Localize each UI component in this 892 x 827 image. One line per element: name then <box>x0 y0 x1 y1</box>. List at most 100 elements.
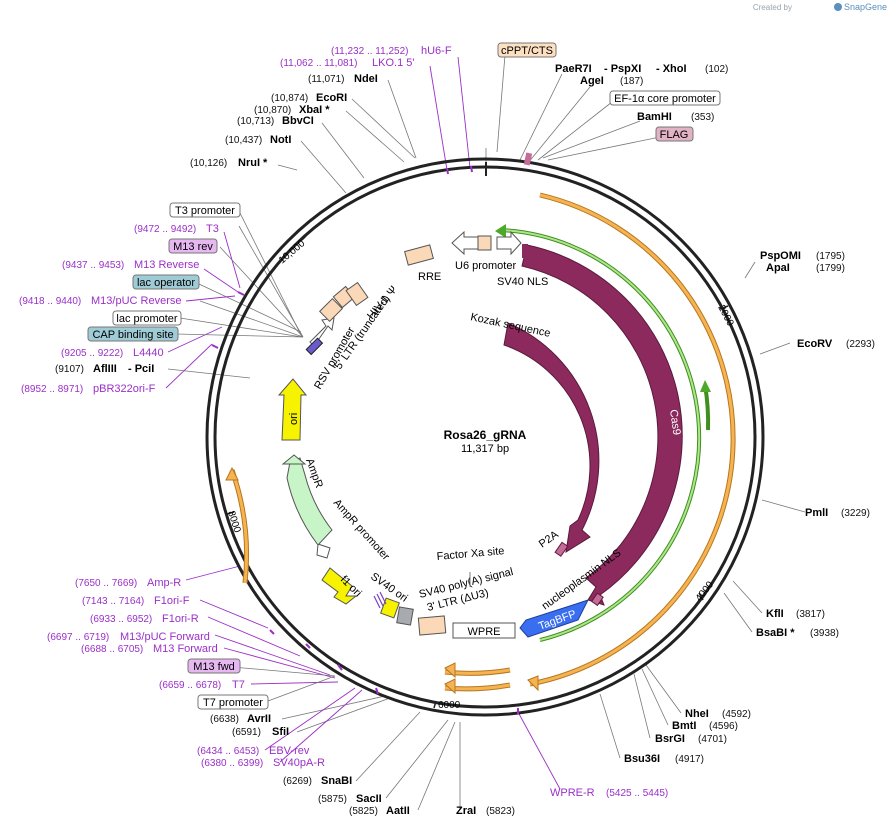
cppt-label-box[interactable] <box>497 42 557 58</box>
plasmid-size: 11,317 bp <box>461 443 509 455</box>
enzyme-sfii[interactable]: SfiI <box>272 726 289 738</box>
t3prom-label-box[interactable] <box>169 202 241 218</box>
enzyme-zrai-pos: (5823) <box>486 806 515 817</box>
primer-hu6f-pos: (11,232 .. 11,252) <box>331 46 408 57</box>
primer-t7-pos: (6659 .. 6678) <box>159 680 221 691</box>
primer-m13puc-fwd[interactable]: M13/pUC Forward <box>120 631 210 643</box>
primer-ampr[interactable]: Amp-R <box>147 577 181 589</box>
ltr5-box[interactable] <box>318 297 344 323</box>
enzyme-zrai[interactable]: ZraI <box>456 805 476 817</box>
tick-10000: 10,000 <box>277 238 308 266</box>
enzyme-bamhi[interactable]: BamHI <box>637 111 672 123</box>
enzyme-pcii[interactable]: - PciI <box>128 363 154 375</box>
ltr3-box[interactable] <box>417 615 447 636</box>
nucleoplasmin-marker <box>590 592 604 607</box>
hiv-box[interactable] <box>345 281 369 307</box>
cas9-inner-arrow[interactable] <box>503 322 600 554</box>
ampr-arrowhead <box>281 454 307 465</box>
primer-wprer[interactable]: WPRE-R <box>550 787 595 799</box>
ori-arrow[interactable] <box>277 378 308 441</box>
ef1a-label-box[interactable] <box>609 90 721 106</box>
enzyme-bsrgi-pos: (4701) <box>698 734 727 745</box>
enzyme-pspxi[interactable]: - PspXI <box>604 63 641 75</box>
enzyme-kfli[interactable]: KflI <box>766 608 784 620</box>
primer-ring-marks <box>211 165 519 714</box>
enzyme-nrui[interactable]: NruI * <box>238 157 268 169</box>
primer-hu6f[interactable]: hU6-F <box>421 45 452 57</box>
enzyme-nrui-pos: (10,126) <box>190 158 227 169</box>
enzyme-bsabi[interactable]: BsaBI * <box>756 627 795 639</box>
primer-m13puc-rev-pos: (9418 .. 9440) <box>19 296 81 307</box>
sv40polya-box[interactable] <box>396 606 414 626</box>
enzyme-agei[interactable]: AgeI <box>580 75 604 87</box>
m13fwd-label-box[interactable] <box>187 658 241 674</box>
ef1a-arrow[interactable] <box>496 230 522 256</box>
primer-m13puc-rev[interactable]: M13/pUC Reverse <box>91 295 181 307</box>
enzyme-bsrgi[interactable]: BsrGI <box>655 733 685 745</box>
enzyme-apai[interactable]: ApaI <box>766 262 790 274</box>
primer-ebvrev[interactable]: EBV-rev <box>269 745 310 757</box>
enzyme-pspomi-pos: (1795) <box>816 251 845 262</box>
enzyme-bamhi-pos: (353) <box>691 112 714 123</box>
primer-m13fwd-pos: (6688 .. 6705) <box>81 644 143 655</box>
wpre-box[interactable] <box>452 622 516 639</box>
enzyme-xbai[interactable]: XbaI * <box>299 104 330 116</box>
u6-arrow[interactable] <box>451 230 479 256</box>
primer-pbr322-pos: (8952 .. 8971) <box>21 384 83 395</box>
orange-arcs <box>229 192 736 692</box>
rre-box[interactable] <box>404 244 434 266</box>
primer-t3[interactable]: T3 <box>206 223 219 235</box>
hiv-label: HIV-1 Ψ <box>365 284 400 322</box>
primer-f1orir[interactable]: F1ori-R <box>162 613 199 625</box>
sv40ori-box[interactable] <box>380 597 400 619</box>
cppt-box[interactable] <box>477 235 492 251</box>
primer-f1orir-pos: (6933 .. 6952) <box>90 614 152 625</box>
enzyme-ecori[interactable]: EcoRI <box>316 92 347 104</box>
enzyme-bbvci[interactable]: BbvCI <box>282 115 314 127</box>
capbs-label-box[interactable] <box>87 326 179 342</box>
primer-lko1-pos: (11,062 .. 11,081) <box>280 58 357 69</box>
primer-l4440[interactable]: L4440 <box>133 347 164 359</box>
primer-m13rev[interactable]: M13 Reverse <box>134 259 199 271</box>
enzyme-snabi[interactable]: SnaBI <box>321 775 352 787</box>
primer-m13fwd[interactable]: M13 Forward <box>153 643 218 655</box>
ampr-promoter-arrow[interactable] <box>316 543 331 559</box>
enzyme-sacii[interactable]: SacII <box>356 793 382 805</box>
enzyme-noti[interactable]: NotI <box>270 134 291 146</box>
primer-pbr322[interactable]: pBR322ori-F <box>93 383 156 395</box>
enzyme-nhei[interactable]: NheI <box>685 708 709 720</box>
lacop-label-box[interactable] <box>132 274 200 290</box>
cas9-outer-arrow[interactable] <box>521 244 683 606</box>
enzyme-bsu36i[interactable]: Bsu36I <box>624 753 660 765</box>
tick-2000: 2000 <box>715 303 735 328</box>
flag-label-box[interactable] <box>655 126 694 142</box>
t7prom-label-box[interactable] <box>197 694 269 710</box>
enzyme-bmti[interactable]: BmtI <box>672 720 696 732</box>
enzyme-labels: PaeR7I - PspXI - XhoI (102) AgeI (187) B… <box>55 63 875 817</box>
f1ori-arrow[interactable] <box>321 567 358 605</box>
enzyme-avrii[interactable]: AvrII <box>247 713 271 725</box>
enzyme-aatii-pos: (5825) <box>349 806 378 817</box>
enzyme-xhoi[interactable]: - XhoI <box>656 63 687 75</box>
enzyme-ecorv[interactable]: EcoRV <box>797 338 833 350</box>
ampr-arrow[interactable] <box>286 457 333 546</box>
primer-sv40par[interactable]: SV40pA-R <box>273 757 325 769</box>
enzyme-aatii[interactable]: AatII <box>386 805 410 817</box>
primer-lko1[interactable]: LKO.1 5' <box>372 57 414 69</box>
enzyme-aflIII[interactable]: AflIII <box>93 363 117 375</box>
m13rev-label-box[interactable] <box>168 238 218 254</box>
primer-f1orif[interactable]: F1ori-F <box>154 595 190 607</box>
enzyme-ndei[interactable]: NdeI <box>354 73 378 85</box>
enzyme-avrii-pos: (6638) <box>210 714 239 725</box>
tagbfp-arrow[interactable] <box>519 599 589 638</box>
credit-text: Created by <box>753 3 792 12</box>
enzyme-bsabi-pos: (3938) <box>810 628 839 639</box>
enzyme-paer7i[interactable]: PaeR7I <box>555 63 592 75</box>
enzyme-pmli[interactable]: PmlI <box>805 507 828 519</box>
enzyme-pspomi[interactable]: PspOMI <box>760 250 801 262</box>
primer-t7[interactable]: T7 <box>232 679 245 691</box>
u6-label: U6 promoter <box>455 260 516 272</box>
cas9-outer-label: Cas9 <box>667 409 682 436</box>
backbone-outer <box>205 157 765 717</box>
lacprom-label-box[interactable] <box>112 310 182 326</box>
